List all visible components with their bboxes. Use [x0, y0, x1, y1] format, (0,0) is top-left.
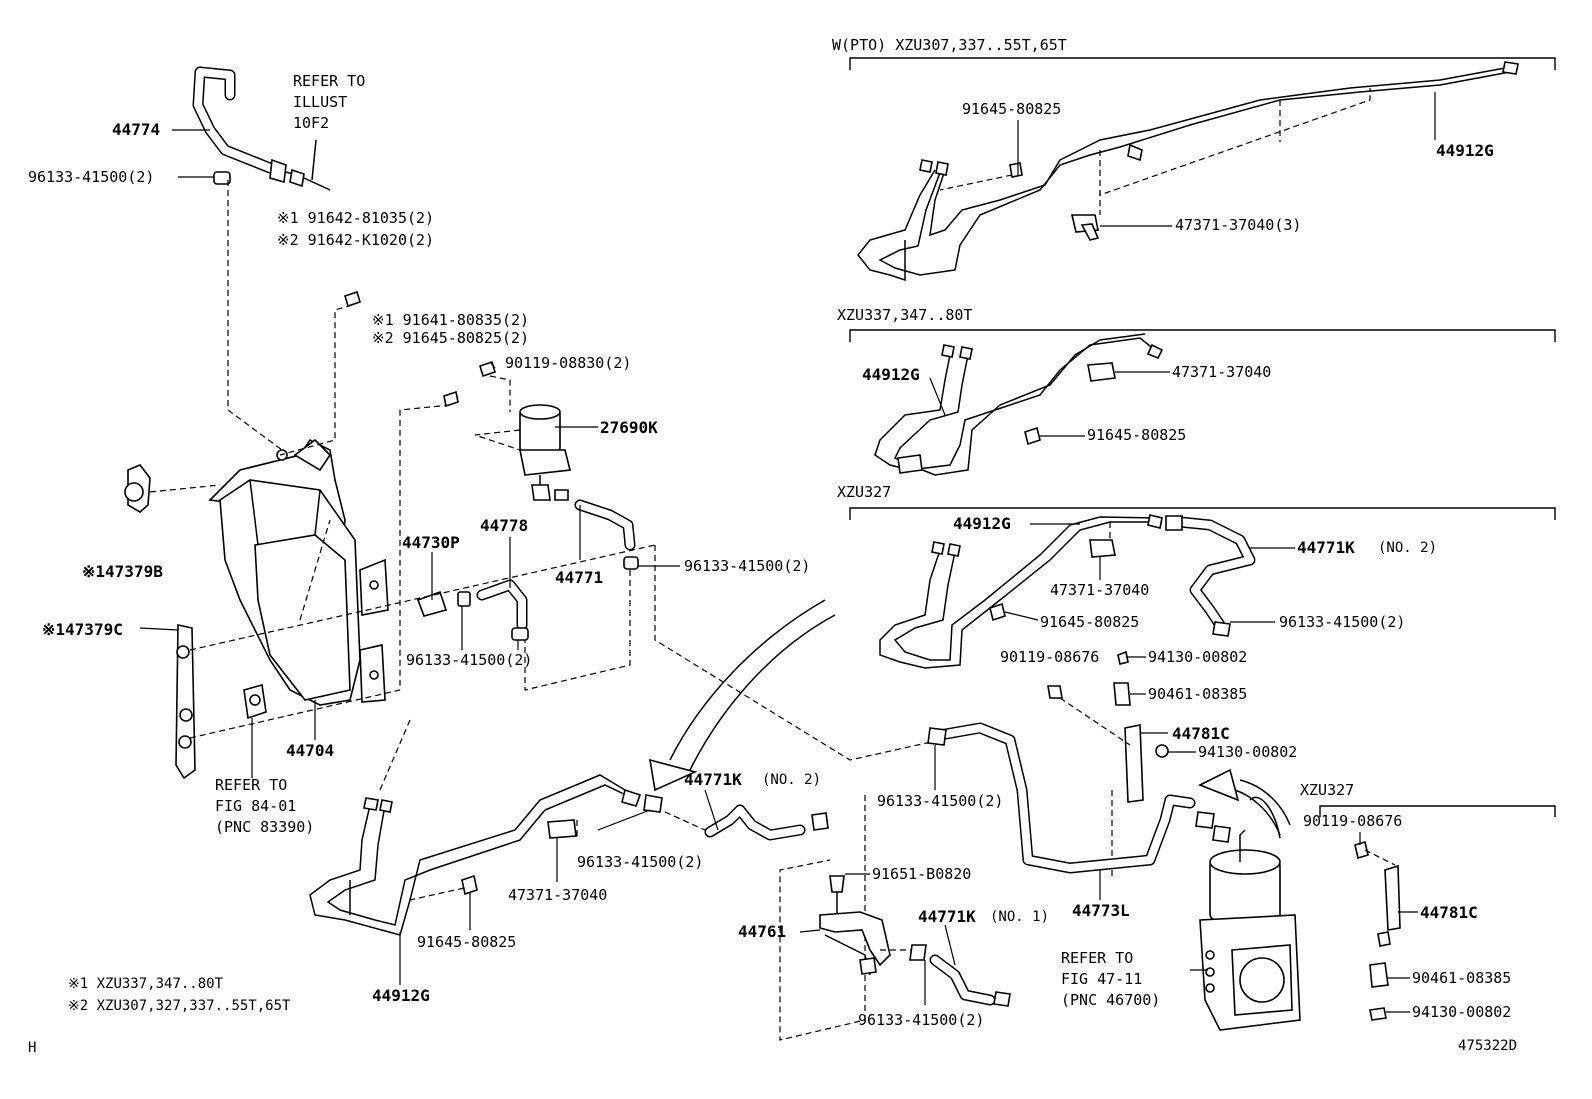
callout-44730p: 44730P	[402, 533, 460, 552]
refer-fig84-line3: (PNC 83390)	[215, 818, 314, 836]
direction-arrows	[649, 599, 1291, 836]
bolts-left	[344, 290, 496, 408]
hose-44774	[192, 66, 331, 191]
callout-44771k-mid-no: (NO. 2)	[762, 772, 821, 788]
callout-96133-41500-f: 96133-41500(2)	[858, 1011, 984, 1029]
callout-47379b: ※147379B	[82, 562, 163, 581]
callout-94130-00802-c: 94130-00802	[1412, 1003, 1511, 1021]
section-title-w-pto: W(PTO) XZU307,337..55T,65T	[832, 36, 1067, 54]
callout-44781c-b: 44781C	[1420, 903, 1478, 922]
figure-id: 475322D	[1458, 1038, 1517, 1054]
callout-90461-08385-b: 90461-08385	[1412, 969, 1511, 987]
callout-96133-41500-d: 96133-41500(2)	[877, 792, 1003, 810]
callout-96133-41500-a: 96133-41500(2)	[28, 168, 154, 186]
refer-fig47-line1: REFER TO	[1061, 949, 1133, 967]
callout-90461-08385-a: 90461-08385	[1148, 685, 1247, 703]
callout-44912g-80t: 44912G	[862, 365, 920, 384]
refer-fig47-line2: FIG 47-11	[1061, 970, 1142, 988]
callout-96133-41500-c: 96133-41500(2)	[406, 651, 532, 669]
note-1: ※1 XZU337,347..80T	[68, 976, 224, 992]
section-title-xzu327-b: XZU327	[1300, 781, 1354, 799]
callout-91641-80835: ※1 91641-80835(2)	[372, 311, 529, 329]
callout-96133-41500-327: 96133-41500(2)	[1279, 613, 1405, 631]
callout-leaders	[139, 92, 1436, 1013]
callout-44771: 44771	[555, 568, 603, 587]
callout-47371-37040-327: 47371-37040	[1050, 581, 1149, 599]
bracket-44781c-right	[1354, 840, 1401, 1021]
callout-91645-80825-2: ※2 91645-80825(2)	[372, 329, 529, 347]
pipe-80t	[874, 333, 1164, 476]
callout-44912g-w: 44912G	[1436, 141, 1494, 160]
callout-44771k-mid: 44771K	[684, 770, 742, 789]
labels: W(PTO) XZU307,337..55T,65T XZU337,347..8…	[28, 36, 1517, 1056]
callout-27690k: 27690K	[600, 418, 658, 437]
callout-91645-80825-327: 91645-80825	[1040, 613, 1139, 631]
pipe-xzu327	[879, 514, 1256, 669]
callout-91642-81035: ※1 91642-81035(2)	[277, 209, 434, 227]
callout-90119-08676-b: 90119-08676	[1303, 812, 1402, 830]
callout-90119-08676-a: 90119-08676	[1000, 648, 1099, 666]
section-frames	[849, 57, 1556, 817]
callout-44774: 44774	[112, 120, 160, 139]
callout-47379c: ※147379C	[42, 620, 123, 639]
pipe-assembly-44761	[779, 795, 1011, 1041]
valve-27690k	[519, 404, 571, 501]
section-title-xzu337: XZU337,347..80T	[837, 306, 972, 324]
hose-44773l	[927, 722, 1231, 874]
refer-fig84-line1: REFER TO	[215, 776, 287, 794]
leader-dashes-left	[149, 180, 941, 791]
note-2: ※2 XZU307,327,337..55T,65T	[68, 998, 291, 1014]
refer-illust-line2: ILLUST	[293, 93, 347, 111]
callout-47371-37040-3: 47371-37040(3)	[1175, 216, 1301, 234]
callout-44704: 44704	[286, 741, 334, 760]
hose-44771	[574, 499, 636, 551]
callout-91645-80825-w: 91645-80825	[962, 100, 1061, 118]
callout-44912g-327: 44912G	[953, 514, 1011, 533]
callout-44781c-a: 44781C	[1172, 724, 1230, 743]
callout-47371-37040-mid: 47371-37040	[508, 886, 607, 904]
refer-fig84-line2: FIG 84-01	[215, 797, 296, 815]
callout-91645-80825-80t: 91645-80825	[1087, 426, 1186, 444]
callout-47371-37040-80t: 47371-37040	[1172, 363, 1271, 381]
section-title-xzu327-a: XZU327	[837, 483, 891, 501]
callout-44771k-no1: 44771K	[918, 907, 976, 926]
pipe-44912g-main	[309, 774, 829, 936]
refer-illust-line1: REFER TO	[293, 72, 365, 90]
callout-91642-k1020: ※2 91642-K1020(2)	[277, 231, 434, 249]
callout-94130-00802-a: 94130-00802	[1148, 648, 1247, 666]
refer-illust-line3: 10F2	[293, 114, 329, 132]
pipe-w-pto	[857, 61, 1519, 282]
callout-96133-41500-e: 96133-41500(2)	[577, 853, 703, 871]
callout-90119-08830: 90119-08830(2)	[505, 354, 631, 372]
callout-44771k-327-no: (NO. 2)	[1378, 540, 1437, 556]
refer-fig47-line3: (PNC 46700)	[1061, 991, 1160, 1009]
callout-44773l: 44773L	[1072, 901, 1130, 920]
hose-44778	[416, 556, 639, 641]
callout-44912g-mid: 44912G	[372, 986, 430, 1005]
callout-96133-41500-b: 96133-41500(2)	[684, 557, 810, 575]
callout-91645-80825-mid: 91645-80825	[417, 933, 516, 951]
callout-94130-00802-b: 94130-00802	[1198, 743, 1297, 761]
footer-left-mark: H	[28, 1040, 36, 1056]
callout-44778: 44778	[480, 516, 528, 535]
bracket-44781c	[1047, 650, 1169, 880]
callout-44761: 44761	[738, 922, 786, 941]
callout-44771k-no1-no: (NO. 1)	[990, 909, 1049, 925]
callout-91651-b0820: 91651-B0820	[872, 865, 971, 883]
callout-44771k-327: 44771K	[1297, 538, 1355, 557]
